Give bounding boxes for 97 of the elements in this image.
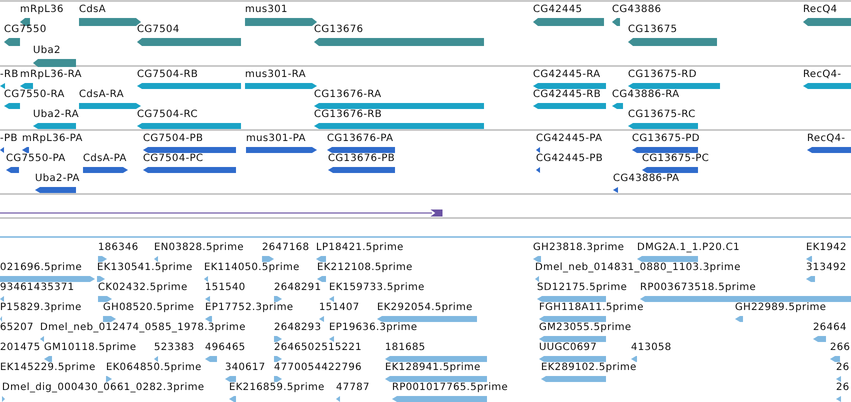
feature-label: -PB bbox=[0, 132, 18, 146]
feature-label: CG13676 bbox=[314, 23, 364, 37]
feature-label: 26464 bbox=[813, 321, 847, 335]
feature-label: Uba2-RA bbox=[33, 108, 79, 122]
feature-label: CG7504-PB bbox=[143, 132, 204, 146]
feature-label: CG43886-PA bbox=[613, 172, 680, 186]
feature-label: CG7504-PC bbox=[143, 152, 204, 166]
feature-label: CG13676-RA bbox=[314, 88, 382, 102]
feature-label: mus301-PA bbox=[246, 132, 306, 146]
feature-label: 26 bbox=[836, 361, 850, 375]
feature-label: 151540 bbox=[205, 281, 246, 295]
feature-label: 266 bbox=[830, 341, 850, 355]
feature-label: Uba2 bbox=[33, 44, 61, 58]
feature-label: 186346 bbox=[98, 241, 139, 255]
feature-label: 47787 bbox=[336, 381, 370, 395]
feature-label: CG42445 bbox=[533, 3, 582, 17]
feature-label: CG13676-PB bbox=[328, 152, 396, 166]
feature-label: CG43886 bbox=[612, 3, 662, 17]
feature-label: CG13675-RC bbox=[628, 108, 696, 122]
feature-label: CG42445-PB bbox=[536, 152, 604, 166]
feature-label: CG7550-RA bbox=[4, 88, 65, 102]
feature-label: 2648291 bbox=[274, 281, 322, 295]
feature-label: 201475 bbox=[0, 341, 41, 355]
feature-label: EK159733.5prime bbox=[329, 281, 425, 295]
feature-label: EK128941.5prime bbox=[385, 361, 481, 375]
feature-label: 523383 bbox=[154, 341, 195, 355]
feature-label: EK130541.5prime bbox=[97, 261, 193, 275]
feature-label: GH22989.5prime bbox=[735, 301, 826, 315]
feature-label: FGH118A11.5prime bbox=[539, 301, 644, 315]
feature-label: 413058 bbox=[631, 341, 672, 355]
feature-label: CG7504-RC bbox=[137, 108, 198, 122]
feature-label: 313492 bbox=[806, 261, 847, 275]
feature-label: GH08520.5prime bbox=[103, 301, 194, 315]
feature-label: RP001017765.5prime bbox=[392, 381, 508, 395]
feature-label: CG13676-PA bbox=[327, 132, 394, 146]
feature-label: EK216859.5prime bbox=[229, 381, 325, 395]
feature-label: -RB bbox=[0, 68, 19, 82]
feature-label: GM23055.5prime bbox=[539, 321, 632, 335]
feature-label: mRpL36-RA bbox=[20, 68, 82, 82]
feature-label: GH23818.3prime bbox=[533, 241, 624, 255]
feature-label: 181685 bbox=[385, 341, 426, 355]
feature-label: DMG2A.1_1.P20.C1 bbox=[637, 241, 740, 255]
feature-label: RecQ4 bbox=[803, 3, 838, 17]
feature-label: P15829.3prime bbox=[0, 301, 82, 315]
feature-label: GM10118.5prime bbox=[44, 341, 136, 355]
feature-label: 021696.5prime bbox=[0, 261, 82, 275]
feature-label: 2647168 bbox=[262, 241, 310, 255]
feature-label: 2646502515221 bbox=[274, 341, 362, 355]
feature-label: RecQ4- bbox=[807, 132, 846, 146]
feature-label: RecQ4- bbox=[803, 68, 842, 82]
feature-label: EK145229.5prime bbox=[0, 361, 96, 375]
feature-label: CG13676-RB bbox=[314, 108, 382, 122]
feature-label: EK064850.5prime bbox=[106, 361, 202, 375]
feature-label: EP19636.3prime bbox=[329, 321, 418, 335]
feature-label: UUGC0697 bbox=[539, 341, 598, 355]
feature-label: 26 bbox=[836, 381, 850, 395]
feature-label: mRpL36 bbox=[20, 3, 64, 17]
feature-label: 151407 bbox=[319, 301, 360, 315]
feature-label: CG7550-PA bbox=[6, 152, 66, 166]
feature-label: CG7550 bbox=[4, 23, 47, 37]
feature-label: EK289102.5prime bbox=[541, 361, 637, 375]
feature-label: CG42445-PA bbox=[536, 132, 602, 146]
feature-label: CdsA-PA bbox=[83, 152, 127, 166]
feature-label: CG13675 bbox=[628, 23, 678, 37]
feature-label: 4770054422796 bbox=[274, 361, 362, 375]
feature-label: mRpL36-PA bbox=[22, 132, 83, 146]
feature-label: CK02432.5prime bbox=[98, 281, 188, 295]
feature-label: EK114050.5prime bbox=[204, 261, 300, 275]
feature-label: CG42445-RB bbox=[533, 88, 601, 102]
feature-label: mus301-RA bbox=[245, 68, 306, 82]
feature-label: Dmel_neb_014831_0880_1103.3prime bbox=[535, 261, 741, 275]
feature-label: 340617 bbox=[225, 361, 266, 375]
feature-label: CdsA-RA bbox=[79, 88, 124, 102]
feature-label: CdsA bbox=[79, 3, 106, 17]
feature-label: RP003673518.5prime bbox=[640, 281, 756, 295]
feature-label: CG42445-RA bbox=[533, 68, 601, 82]
feature-label: CG7504-RB bbox=[137, 68, 198, 82]
feature-label: 65207 bbox=[0, 321, 34, 335]
feature-label: EK212108.5prime bbox=[317, 261, 413, 275]
feature-label: 93461435371 bbox=[0, 281, 74, 295]
feature-label: SD12175.5prime bbox=[537, 281, 628, 295]
feature-label: EK292054.5prime bbox=[377, 301, 473, 315]
feature-label: LP18421.5prime bbox=[316, 241, 404, 255]
feature-label: CG13675-PD bbox=[632, 132, 700, 146]
feature-label: Dmel_neb_012474_0585_1978.3prime bbox=[40, 321, 246, 335]
feature-label: 2648293 bbox=[274, 321, 322, 335]
feature-label: mus301 bbox=[245, 3, 288, 17]
feature-label: EN03828.5prime bbox=[154, 241, 244, 255]
feature-label: Uba2-PA bbox=[35, 172, 80, 186]
feature-label: 496465 bbox=[205, 341, 246, 355]
feature-label: CG13675-PC bbox=[642, 152, 710, 166]
feature-label: CG43886-RA bbox=[612, 88, 680, 102]
feature-label: Dmel_dig_000430_0661_0282.3prime bbox=[2, 381, 204, 395]
feature-label: CG7504 bbox=[137, 23, 180, 37]
feature-label: EP17752.3prime bbox=[205, 301, 294, 315]
feature-label: CG13675-RD bbox=[628, 68, 697, 82]
feature-label: EK1942 bbox=[806, 241, 847, 255]
